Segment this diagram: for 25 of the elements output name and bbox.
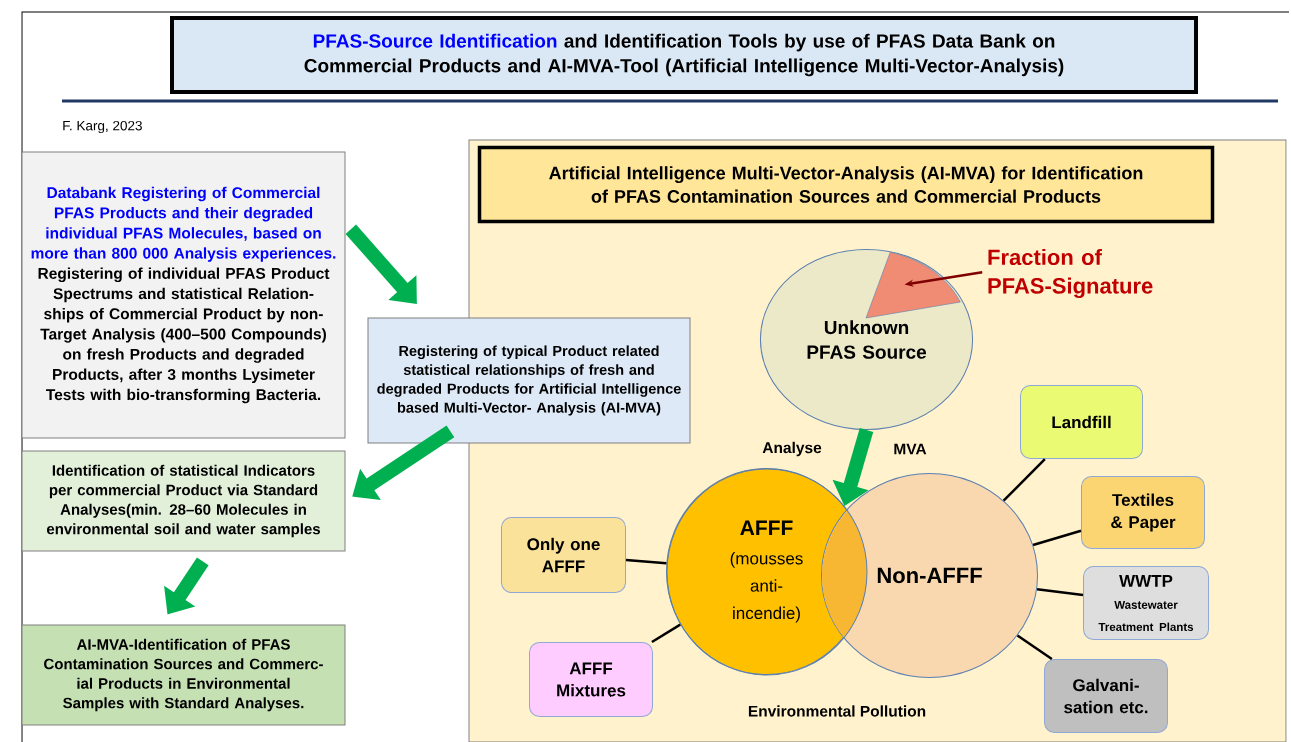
category-box: Landfill [1020,385,1143,459]
heading-box: Artificial Intelligence Multi-Vector-Analysis (AI-MVA) for Identification of PFAS Contamination Sources and Commercial Products [477,145,1215,224]
text-box: Databank Registering of Commercial PFAS Products and their degraded individual PFAS Molecules, based on more than 800 000 Analysis experiences. Registering of individual PFAS Product Spectrums and statistical Relation- ships of Commercial Product by non- Target Analysis (400–500 Compounds) on fresh Products and degraded Products, after 3 months Lysimeter Tests with bio-transforming Bacteria. [21,151,346,439]
text-box: AI-MVA-Identification of PFAS Contamination Sources and Commerc- ial Products in Environmental Samples with Standard Analyses. [21,624,346,726]
category-box: WWTP Wastewater Treatment Plants [1083,566,1209,640]
category-box: Only one AFFF [501,517,626,593]
category-box: AFFF Mixtures [529,642,653,717]
text-box: Registering of typical Product related statistical relationships of fresh and degraded Products for Artificial Intelligence based Multi-Vector- Analysis (AI-MVA) [367,317,691,444]
connector-line [651,623,681,644]
connector-line [1016,634,1053,661]
category-box: Textiles & Paper [1081,476,1205,549]
connector-line [1036,587,1084,597]
author-note: F. Karg, 2023 [63,120,142,134]
annotation-text: Analyse [762,441,822,457]
connector-line [1032,529,1082,547]
annotation-text: MVA [894,443,927,455]
annotation-text: Environmental Pollution [748,705,926,717]
callout-text: Fraction of PFAS-Signature [988,248,1153,299]
title-box: PFAS-Source Identification and Identification Tools by use of PFAS Data Bank on Commercial Products and AI-MVA-Tool (Artificial Intelligence Multi-Vector-Analysis) [170,16,1198,94]
connector-line [625,558,667,565]
pie-chart-drawing: Unknown PFAS Source [759,249,974,430]
connector-line [1002,458,1046,502]
category-box: Galvani- sation etc. [1044,659,1168,733]
block-arrow [345,224,417,304]
text-box: Identification of statistical Indicators per commercial Product via Standard Analyses(min. 28–60 Molecules in environmental soil and water samples [21,450,346,552]
